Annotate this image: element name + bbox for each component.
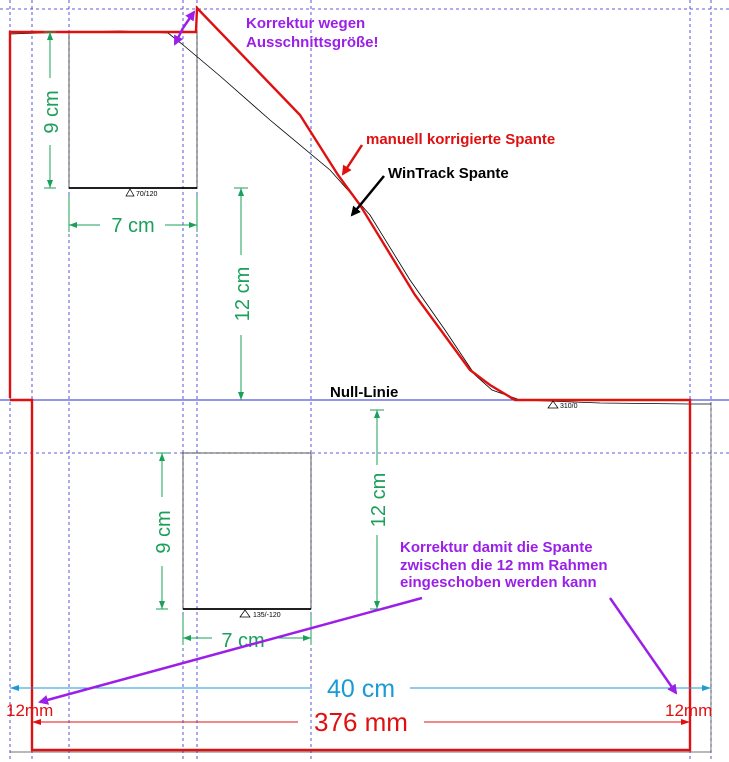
marker-upper: 70/120 xyxy=(125,188,158,198)
correction-cutout-line2: Ausschnittsgröße! xyxy=(246,34,379,51)
inner-width-dimension: 376 mm xyxy=(32,707,690,737)
wintrack-rib-label: WinTrack Spante xyxy=(388,165,509,182)
correction-frame-line2: zwischen die 12 mm Rahmen xyxy=(400,557,608,574)
svg-text:40 cm: 40 cm xyxy=(327,675,395,703)
null-line-label: Null-Linie xyxy=(330,384,398,401)
correction-frame-line3: eingeschoben werden kann xyxy=(400,574,597,591)
manual-rib-line xyxy=(8,5,692,752)
total-width-dimension: 40 cm xyxy=(10,675,711,703)
lower-gap-label: 12 cm xyxy=(368,473,390,527)
marker-right: 310/0 xyxy=(547,400,578,410)
lower-width-label: 7 cm xyxy=(221,630,264,652)
wintrack-rib-arrow xyxy=(350,175,385,217)
correction-cutout-line1: Korrektur wegen xyxy=(246,15,365,32)
svg-text:310/0: 310/0 xyxy=(560,403,578,410)
lower-height-label: 9 cm xyxy=(153,510,175,553)
svg-text:135/-120: 135/-120 xyxy=(253,612,281,619)
marker-lower: 135/-120 xyxy=(239,609,281,619)
upper-cutout xyxy=(68,31,198,189)
manual-rib-arrow xyxy=(341,144,364,176)
correction-frame-line1: Korrektur damit die Spante xyxy=(400,539,593,556)
correction-frame-arrow-left xyxy=(38,596,423,705)
correction-cutout-arrow xyxy=(173,27,185,46)
upper-gap-label: 12 cm xyxy=(232,267,254,321)
green-arrowheads xyxy=(47,32,380,641)
lower-cutout xyxy=(182,452,312,610)
svg-text:376 mm: 376 mm xyxy=(314,707,408,737)
correction-cutout-arrow-up xyxy=(181,10,196,29)
frame-right-label: 12mm xyxy=(665,701,712,720)
svg-text:70/120: 70/120 xyxy=(136,191,158,198)
correction-frame-arrow-right xyxy=(608,597,678,695)
frame-thin-lines xyxy=(10,404,712,753)
green-dimensions xyxy=(44,31,384,645)
manual-rib-label: manuell korrigierte Spante xyxy=(366,131,555,148)
frame-left-label: 12mm xyxy=(6,701,53,720)
upper-width-label: 7 cm xyxy=(111,215,154,237)
upper-height-label: 9 cm xyxy=(41,90,63,133)
